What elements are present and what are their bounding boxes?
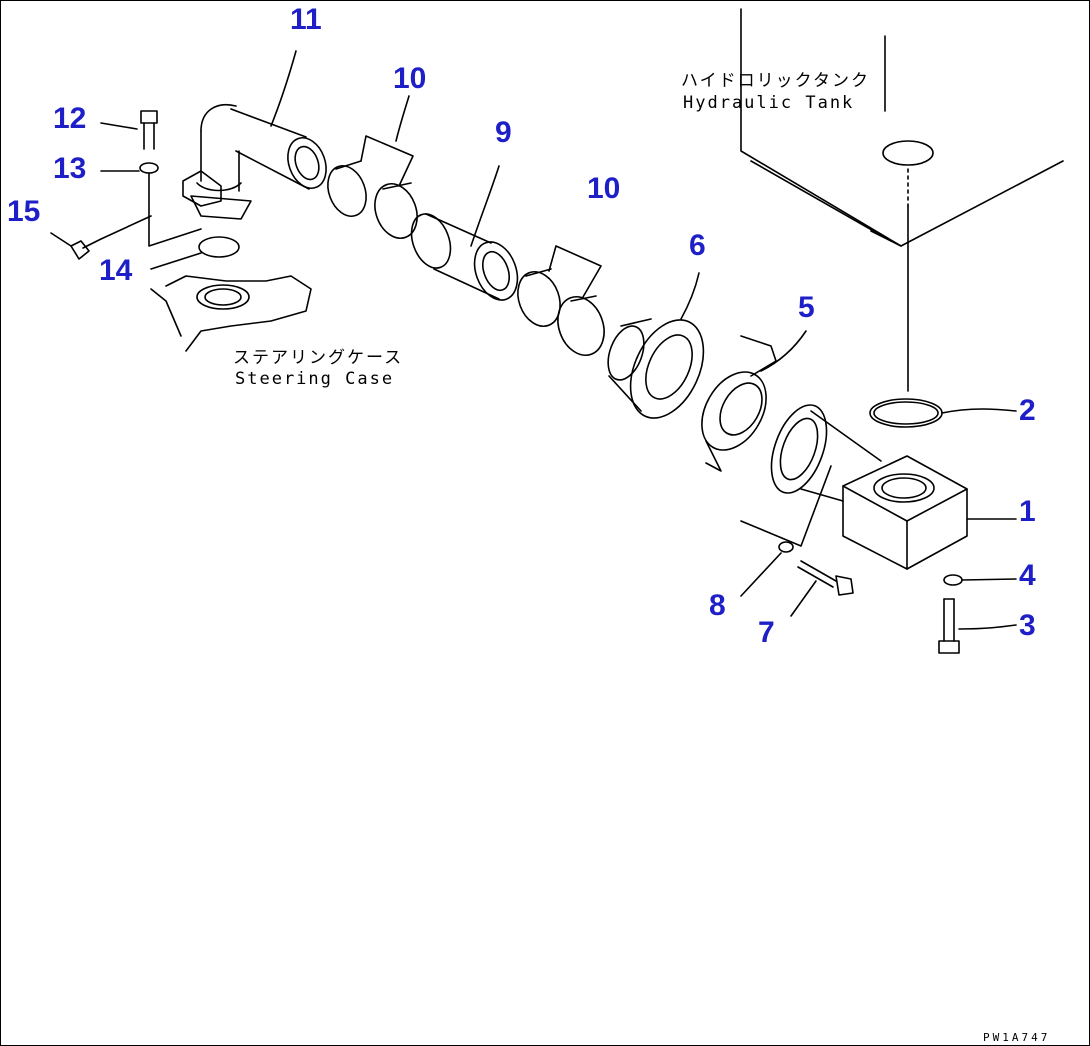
part-9-hose: [410, 165, 519, 301]
callout-4: 4: [1019, 559, 1036, 592]
drawing-code: PW1A747: [983, 1031, 1051, 1044]
callout-11: 11: [290, 3, 322, 36]
callout-7: 7: [758, 616, 775, 649]
callout-1: 1: [1019, 495, 1036, 528]
part-7-bolt: [790, 560, 854, 617]
callout-14: 14: [99, 254, 133, 287]
callout-2: 2: [1019, 394, 1036, 427]
part-8-washer: [778, 541, 794, 553]
label-hydraulic-tank-jp: ハイドロリックタンク: [681, 71, 870, 91]
part-2-o-ring: [869, 398, 943, 428]
callout-3: 3: [1019, 609, 1036, 642]
label-steering-case-jp: ステアリングケース: [233, 348, 404, 368]
part-15-plug: [50, 215, 152, 260]
part-4-washer: [943, 574, 963, 586]
part-5-flange: [701, 330, 807, 472]
callout-12: 12: [53, 102, 87, 135]
part-10-clamps-right: [517, 245, 605, 356]
callout-13: 13: [53, 152, 87, 185]
callout-5: 5: [798, 291, 815, 324]
part-3-bolt: [938, 598, 1017, 654]
callout-10-left: 10: [393, 62, 427, 95]
hydraulic-tank: [740, 8, 1064, 392]
part-14-gasket: [198, 236, 240, 258]
part-12-bolt: [100, 110, 158, 150]
steering-case: [150, 275, 312, 352]
part-1-block: [740, 404, 1017, 570]
callout-15: 15: [7, 195, 41, 228]
callout-8: 8: [709, 589, 726, 622]
callout-9: 9: [495, 116, 512, 149]
callout-6: 6: [689, 229, 706, 262]
callout-10-right: 10: [587, 172, 621, 205]
part-10-clamps-left: [327, 95, 418, 239]
label-hydraulic-tank-en: Hydraulic Tank: [683, 93, 855, 113]
label-steering-case-en: Steering Case: [235, 369, 395, 389]
part-11-elbow: [182, 50, 327, 220]
part-6-flange-tube: [607, 272, 705, 419]
part-13-washer: [139, 162, 159, 174]
